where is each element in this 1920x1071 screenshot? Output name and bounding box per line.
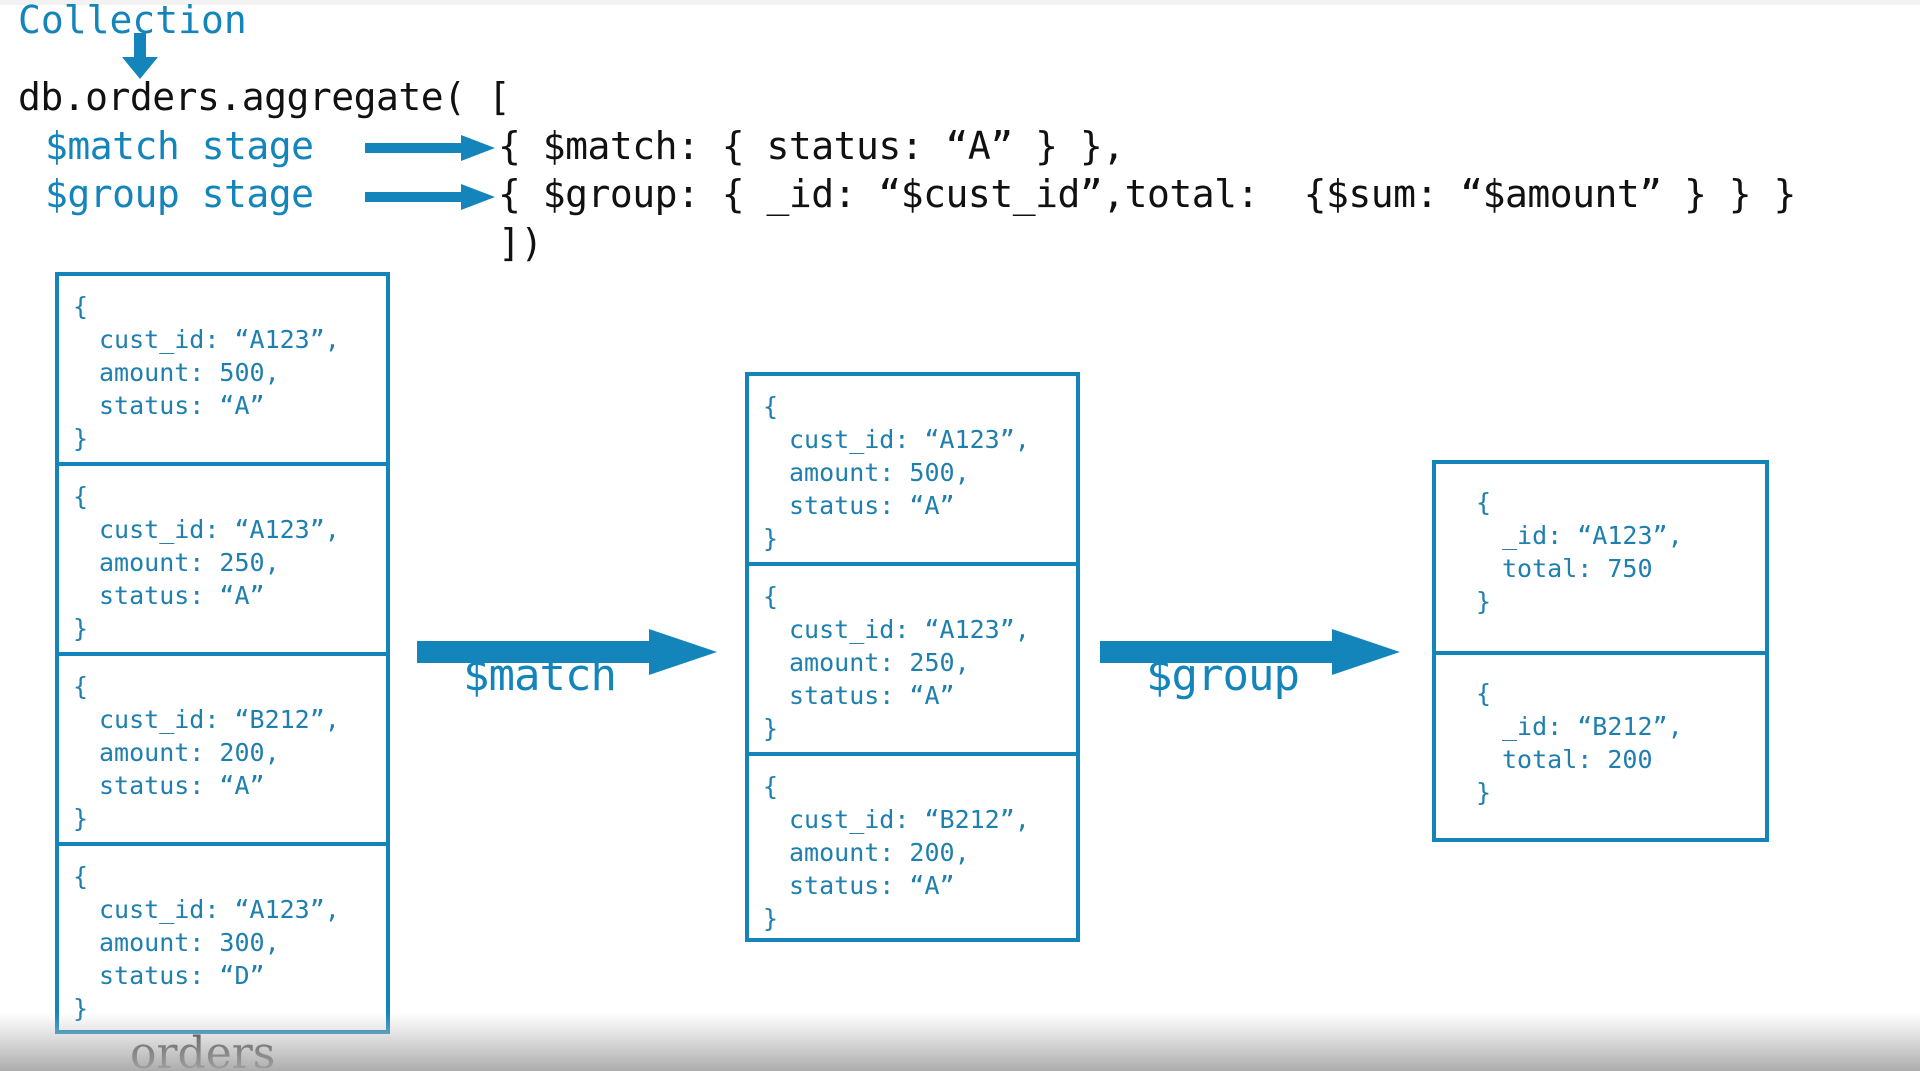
code-line-aggregate: db.orders.aggregate( [ <box>18 75 511 119</box>
document-field: amount: 200, <box>789 838 970 867</box>
document-field: amount: 200, <box>99 738 280 767</box>
document-card: { cust_id: “B212”, amount: 200, status: … <box>749 756 1076 946</box>
document-card: { cust_id: “A123”, amount: 250, status: … <box>59 466 386 656</box>
document-close-brace: } <box>763 714 779 743</box>
code-line-match: { $match: { status: “A” } }, <box>498 124 1125 168</box>
group-stage-arrow-icon <box>365 184 495 210</box>
document-field: status: “A” <box>99 771 265 800</box>
group-pipeline-arrow-label: $group <box>1146 650 1300 701</box>
document-field: cust_id: “A123”, <box>789 425 1030 454</box>
document-close-brace: } <box>73 994 89 1023</box>
document-open-brace: { <box>73 292 89 321</box>
document-field: cust_id: “A123”, <box>99 325 340 354</box>
document-close-brace: } <box>73 614 89 643</box>
document-close-brace: } <box>763 904 779 933</box>
document-open-brace: { <box>763 772 779 801</box>
document-field: _id: “B212”, <box>1502 712 1683 741</box>
group-pipeline-arrow-icon <box>1100 629 1400 675</box>
document-field: status: “D” <box>99 961 265 990</box>
document-field: cust_id: “A123”, <box>99 515 340 544</box>
input-document-stack: { cust_id: “A123”, amount: 500, status: … <box>55 272 390 1034</box>
document-field: _id: “A123”, <box>1502 521 1683 550</box>
document-card: { cust_id: “A123”, amount: 250, status: … <box>749 566 1076 756</box>
matched-document-stack: { cust_id: “A123”, amount: 500, status: … <box>745 372 1080 942</box>
document-close-brace: } <box>763 524 779 553</box>
document-field: status: “A” <box>99 581 265 610</box>
document-close-brace: } <box>73 424 89 453</box>
document-field: status: “A” <box>99 391 265 420</box>
document-open-brace: { <box>73 862 89 891</box>
document-open-brace: { <box>73 672 89 701</box>
down-arrow-icon <box>120 33 160 79</box>
document-card: { _id: “A123”, total: 750 } <box>1436 464 1765 655</box>
match-pipeline-arrow-icon <box>417 629 717 675</box>
group-stage-annotation: $group stage <box>45 172 314 216</box>
document-close-brace: } <box>73 804 89 833</box>
document-field: status: “A” <box>789 681 955 710</box>
document-field: cust_id: “B212”, <box>789 805 1030 834</box>
document-field: status: “A” <box>789 871 955 900</box>
match-stage-annotation: $match stage <box>45 124 314 168</box>
document-field: amount: 500, <box>99 358 280 387</box>
document-field: amount: 250, <box>99 548 280 577</box>
grouped-document-stack: { _id: “A123”, total: 750 } { _id: “B212… <box>1432 460 1769 842</box>
code-line-close: ]) <box>498 221 543 265</box>
document-field: status: “A” <box>789 491 955 520</box>
document-field: cust_id: “A123”, <box>789 615 1030 644</box>
document-open-brace: { <box>73 482 89 511</box>
document-field: cust_id: “B212”, <box>99 705 340 734</box>
document-card: { _id: “B212”, total: 200 } <box>1436 655 1765 846</box>
document-close-brace: } <box>1476 587 1492 616</box>
document-field: cust_id: “A123”, <box>99 895 340 924</box>
document-field: total: 750 <box>1502 554 1653 583</box>
document-open-brace: { <box>1476 488 1492 517</box>
collection-callout-label: Collection <box>18 0 247 42</box>
document-close-brace: } <box>1476 778 1492 807</box>
document-open-brace: { <box>763 392 779 421</box>
document-card: { cust_id: “B212”, amount: 200, status: … <box>59 656 386 846</box>
collection-name-caption: orders <box>130 1028 276 1071</box>
document-card: { cust_id: “A123”, amount: 500, status: … <box>749 376 1076 566</box>
document-card: { cust_id: “A123”, amount: 300, status: … <box>59 846 386 1036</box>
document-field: amount: 250, <box>789 648 970 677</box>
top-edge-strip <box>0 0 1920 5</box>
document-field: amount: 500, <box>789 458 970 487</box>
document-open-brace: { <box>1476 679 1492 708</box>
match-stage-arrow-icon <box>365 135 495 161</box>
document-open-brace: { <box>763 582 779 611</box>
code-line-group: { $group: { _id: “$cust_id”,total: {$sum… <box>498 172 1796 216</box>
match-pipeline-arrow-label: $match <box>463 650 617 701</box>
document-field: amount: 300, <box>99 928 280 957</box>
document-card: { cust_id: “A123”, amount: 500, status: … <box>59 276 386 466</box>
document-field: total: 200 <box>1502 745 1653 774</box>
